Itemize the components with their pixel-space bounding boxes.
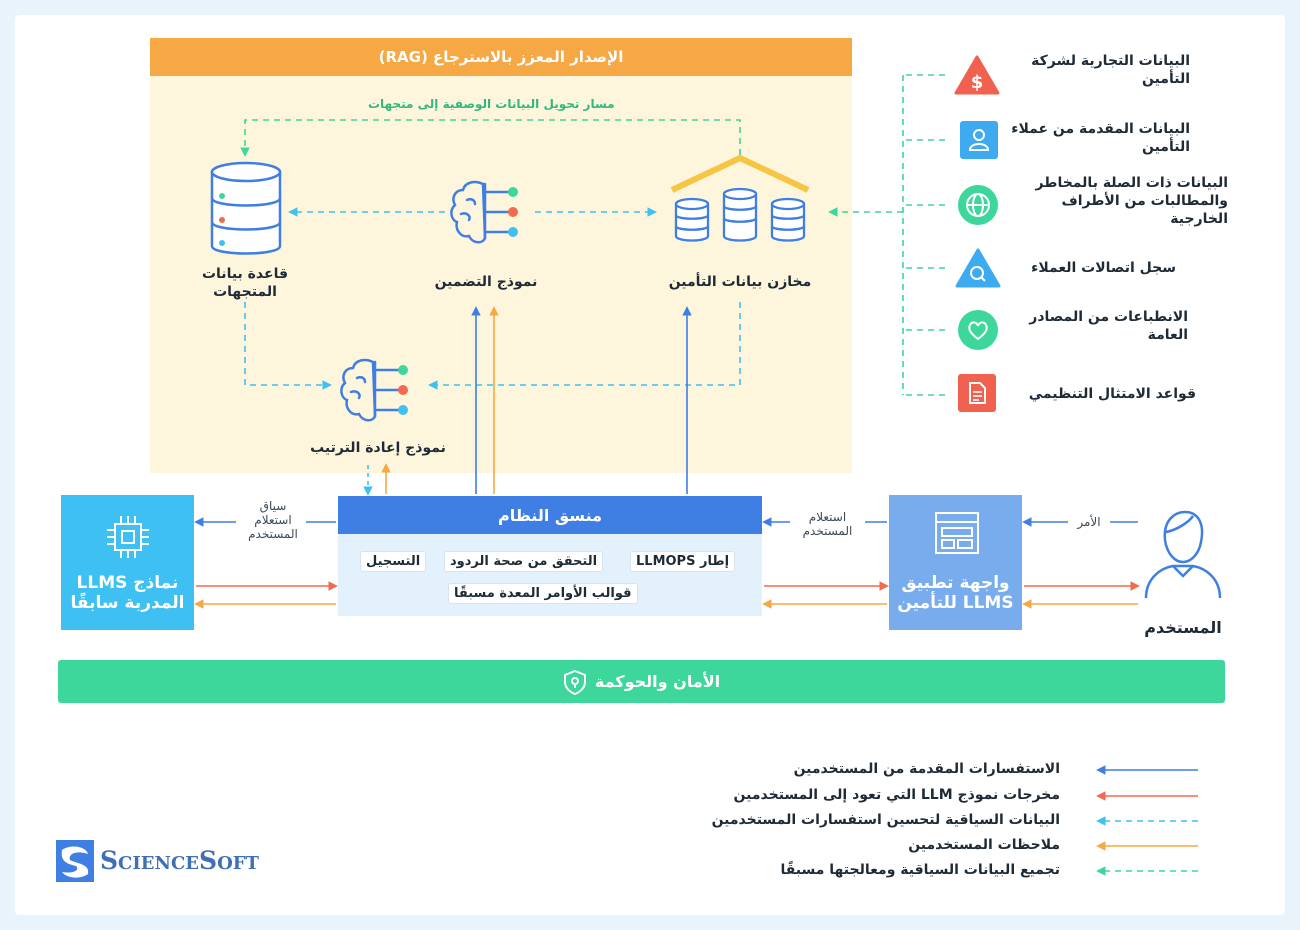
chip-icon bbox=[107, 516, 149, 558]
legend-item: البيانات السياقية لتحسين استفسارات المست… bbox=[711, 812, 1060, 828]
database-icon bbox=[210, 161, 282, 255]
dollar-icon: $ bbox=[954, 55, 1000, 95]
sciencesoft-logo-text: ScienceSoft bbox=[100, 846, 259, 875]
user-label: المستخدم bbox=[1144, 618, 1222, 637]
document-icon bbox=[958, 374, 996, 412]
brain-icon bbox=[340, 358, 408, 422]
context-query-label: سياق استعلام المستخدم bbox=[248, 499, 298, 541]
orchestrator-title: منسق النظام bbox=[338, 496, 762, 534]
person-icon bbox=[1144, 510, 1222, 599]
search-icon bbox=[955, 248, 1001, 288]
embedding-model-label: نموذج التضمين bbox=[434, 274, 538, 290]
app-window-icon bbox=[935, 512, 979, 554]
insurance-app-box bbox=[889, 495, 1022, 630]
vectorize-path-label: مسار تحويل البيانات الوصفية إلى متجهات bbox=[368, 97, 615, 111]
legend-item: تجميع البيانات السياقية ومعالجتها مسبقًا bbox=[780, 862, 1060, 878]
shield-icon bbox=[563, 669, 586, 695]
reranking-model-label: نموذج إعادة الترتيب bbox=[310, 440, 446, 456]
insurance-stores-label: مخازن بيانات التأمين bbox=[668, 274, 812, 290]
command-label: الأمر bbox=[1077, 515, 1101, 529]
pretrained-llms-label: نماذج LLMS المدربة سابقًا bbox=[70, 573, 185, 613]
security-label: الأمان والحوكمة bbox=[594, 672, 721, 691]
user-icon bbox=[960, 121, 998, 159]
orchestrator-tag: التحقق من صحة الردود bbox=[444, 551, 604, 572]
svg-text:$: $ bbox=[971, 72, 984, 93]
legend-swatches bbox=[1096, 765, 1198, 876]
legend-item: الاستفسارات المقدمة من المستخدمين bbox=[793, 761, 1060, 777]
warehouse-icon bbox=[670, 155, 810, 242]
rag-title: الإصدار المعزز بالاسترجاع (RAG) bbox=[150, 38, 852, 76]
orchestrator-tag: قوالب الأوامر المعدة مسبقًا bbox=[448, 583, 638, 604]
security-governance-bar: الأمان والحوكمة bbox=[58, 660, 1225, 703]
brain-icon bbox=[450, 180, 518, 244]
vectorize-path-arrow bbox=[240, 119, 741, 157]
source-label: سجل اتصالات العملاء bbox=[1031, 260, 1176, 276]
sciencesoft-logo-icon bbox=[56, 840, 94, 882]
globe-icon bbox=[958, 185, 998, 225]
orchestrator-tag: إطار LLMOPS bbox=[630, 551, 736, 572]
vector-db-label: قاعدة بيانات المتجهات bbox=[201, 266, 289, 300]
db-to-rerank-arrow bbox=[244, 302, 332, 390]
legend-item: مخرجات نموذج LLM التي تعود إلى المستخدمي… bbox=[733, 787, 1060, 803]
legend-item: ملاحظات المستخدمين bbox=[908, 837, 1060, 853]
orchestrator-tag: التسجيل bbox=[360, 551, 427, 572]
user-query-label: استعلام المستخدم bbox=[802, 510, 853, 538]
source-label: قواعد الامتثال التنظيمي bbox=[1028, 386, 1196, 402]
store-to-rerank-arrow bbox=[428, 302, 741, 390]
heart-icon bbox=[958, 310, 998, 350]
insurance-app-label: واجهة تطبيق LLMS للتأمين bbox=[897, 573, 1014, 613]
rag-region bbox=[150, 38, 852, 473]
